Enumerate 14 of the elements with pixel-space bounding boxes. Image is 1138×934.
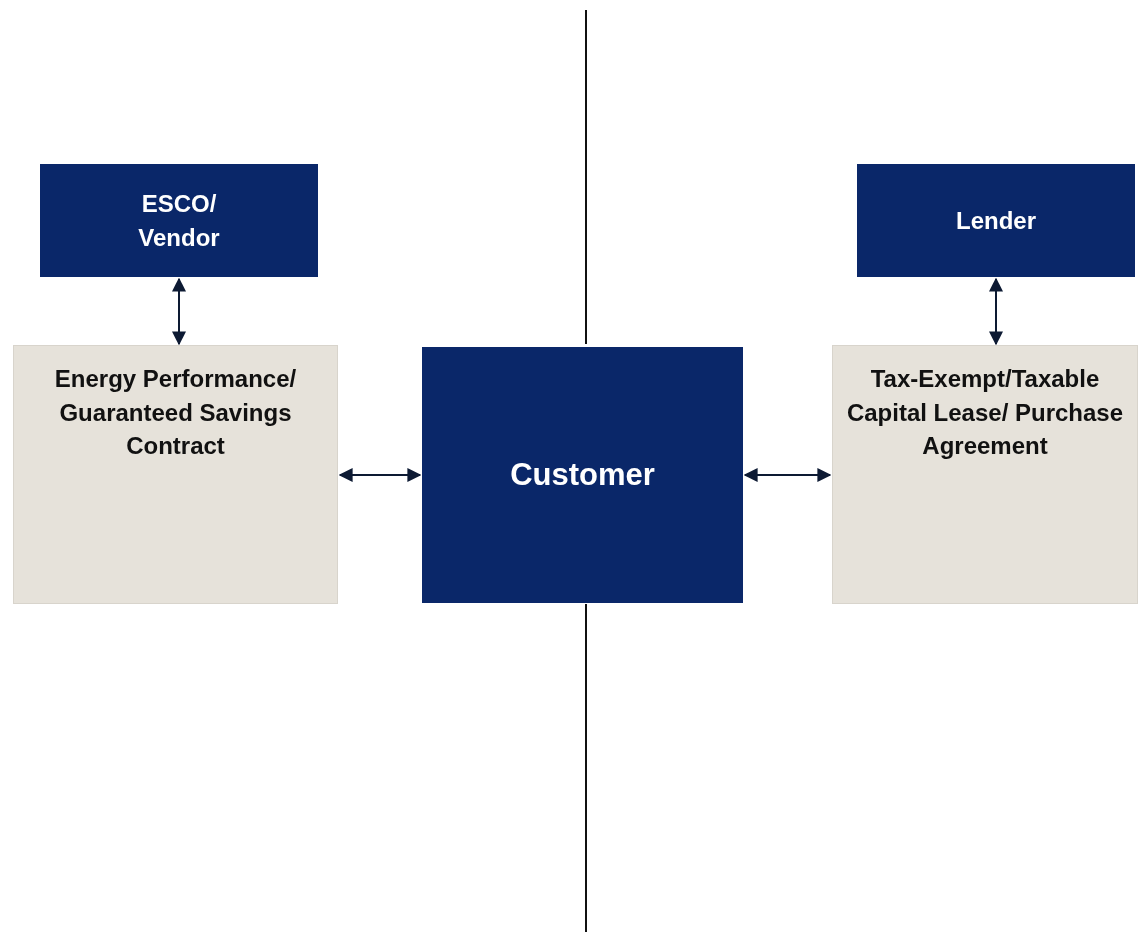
contract-box bbox=[13, 345, 338, 604]
box-label: Lender bbox=[956, 205, 1036, 236]
double-arrow bbox=[338, 468, 422, 482]
party-box bbox=[857, 164, 1135, 277]
box-label: ESCO/ Vendor bbox=[137, 188, 221, 253]
party-box bbox=[40, 164, 318, 277]
box-label: Tax-Exempt/Taxable Capital Lease/ Purchase Agreement bbox=[845, 364, 1125, 462]
party-box bbox=[422, 347, 743, 603]
double-arrow bbox=[743, 468, 832, 482]
box-label: Customer bbox=[510, 456, 655, 495]
box-label: Energy Performance/ Guaranteed Savings Contract bbox=[53, 364, 298, 462]
double-arrow bbox=[172, 277, 186, 346]
contract-box bbox=[832, 345, 1138, 604]
double-arrow bbox=[989, 277, 1003, 346]
